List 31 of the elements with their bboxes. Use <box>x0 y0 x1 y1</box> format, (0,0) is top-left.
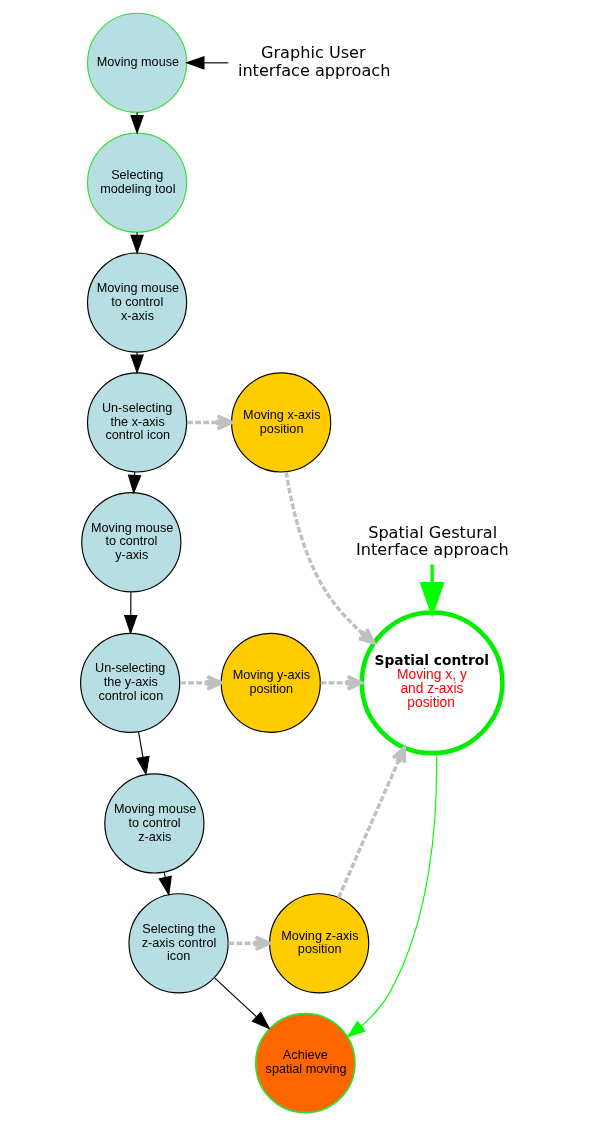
node-circle: Un-selecting the x-axis control icon <box>86 372 187 473</box>
arrow <box>336 745 406 899</box>
arrow <box>129 231 144 255</box>
arrow <box>213 977 271 1030</box>
node-text: Spatial Gestural Interface approach <box>355 522 509 560</box>
arrow <box>179 674 223 691</box>
arrow <box>123 591 138 635</box>
node-circle: Achieve spatial moving <box>254 1012 356 1114</box>
arrow <box>345 752 437 1039</box>
arrow <box>157 871 172 897</box>
arrow <box>228 935 271 952</box>
arrow <box>284 471 375 645</box>
arrow <box>129 351 144 375</box>
node-circle: Un-selecting the y-axis control icon <box>79 632 180 733</box>
node-circle: Moving mouse <box>86 12 187 113</box>
node-circle: Moving mouse to control y-axis <box>80 492 181 593</box>
node-circle: Selecting the z-axis control icon <box>127 893 229 994</box>
arrow <box>184 55 229 70</box>
arrow <box>186 414 233 431</box>
node-circle: Moving y-axis position <box>220 632 321 733</box>
arrow <box>419 564 445 618</box>
node-circle: Moving mouse to control z-axis <box>103 773 204 874</box>
node-circle: Spatial control Moving x, y and z-axis position <box>359 610 505 756</box>
arrow <box>135 731 150 777</box>
arrow <box>129 111 144 135</box>
node-circle: Moving mouse to control x-axis <box>86 252 187 353</box>
node-circle: Moving z-axis position <box>268 893 369 994</box>
node-circle: Selecting modeling tool <box>86 132 187 233</box>
node-circle: Moving x-axis position <box>230 372 331 473</box>
arrow <box>320 674 363 691</box>
node-text: Graphic User interface approach <box>237 43 390 80</box>
